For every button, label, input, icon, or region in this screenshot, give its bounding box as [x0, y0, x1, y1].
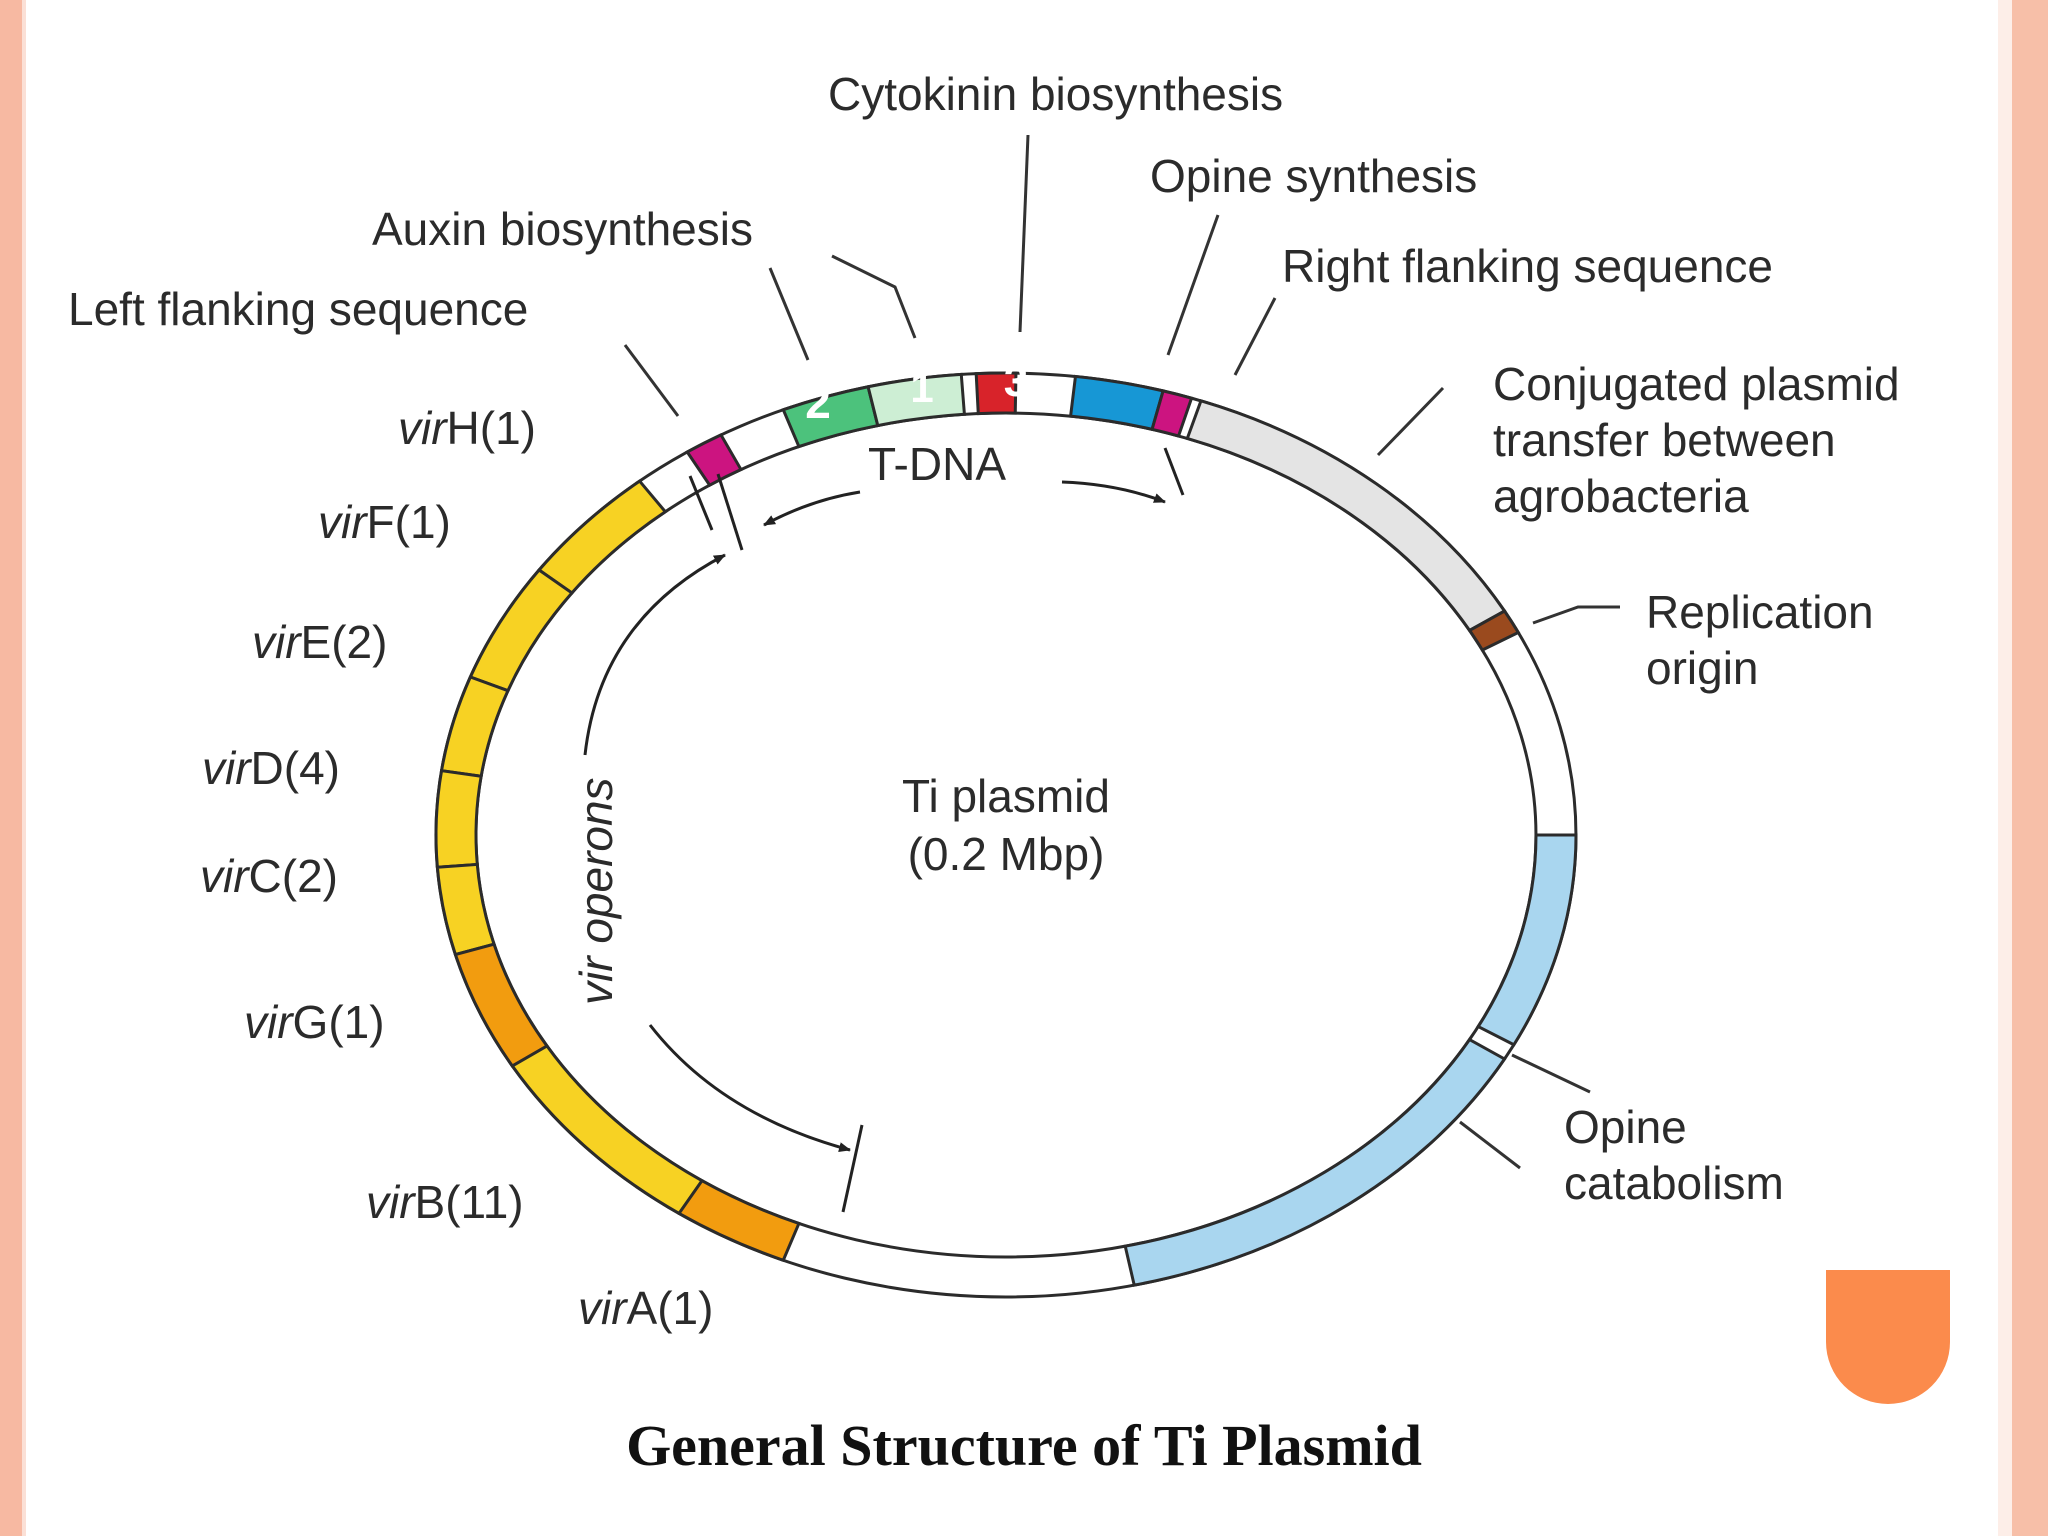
segment-number-3: 3: [1004, 357, 1028, 406]
label-conjugation-line-1: Conjugated plasmid: [1493, 358, 1900, 410]
plasmid-ring: [434, 371, 1578, 1299]
segment-virD: [434, 769, 483, 869]
label-auxin-biosynthesis: Auxin biosynthesis: [372, 203, 753, 255]
segment-replication-origin: [1467, 609, 1521, 652]
segment-opine-synthesis: [1068, 374, 1165, 432]
vir-gene-labels: virH(1) virF(1) virE(2) virD(4) virC(2) virG(…: [200, 402, 713, 1334]
label-conjugation-line-2: transfer between: [1493, 414, 1836, 466]
vir-gene-label: virH(1): [398, 402, 536, 454]
segment-virC: [435, 862, 496, 957]
segment-number-2: 2: [805, 376, 831, 428]
vir-gene-label: virG(1): [244, 996, 385, 1048]
segment-cytokinin-3: [974, 371, 1018, 416]
segment-number-1: 1: [910, 364, 933, 411]
segment-virG: [453, 942, 550, 1068]
label-replication-line-1: Replication: [1646, 586, 1874, 638]
decorative-corner-circle: [1826, 1270, 1950, 1404]
vir-gene-label: virD(4): [202, 742, 340, 794]
label-center-size: (0.2 Mbp): [908, 828, 1105, 880]
segment-virE: [439, 675, 511, 778]
segment-conjugation: [1185, 399, 1507, 633]
annotation-arrows: [583, 447, 1185, 1213]
segment-opine-catabolism-a: [1476, 833, 1578, 1047]
segment-opine-catabolism-b: [1123, 1037, 1507, 1287]
label-left-flanking-sequence: Left flanking sequence: [68, 283, 528, 335]
label-tdna: T-DNA: [868, 438, 1006, 490]
vir-gene-label: virE(2): [252, 616, 387, 668]
label-vir-operons: vir operons: [570, 777, 622, 1005]
vir-gene-label: virF(1): [318, 496, 451, 548]
vir-gene-label: virA(1): [578, 1282, 713, 1334]
label-replication-line-2: origin: [1646, 642, 1759, 694]
slide-frame-right-line: [1996, 0, 2012, 1536]
label-opine-catabolism-line-2: catabolism: [1564, 1157, 1784, 1209]
label-opine-synthesis: Opine synthesis: [1150, 150, 1477, 202]
label-center-title: Ti plasmid: [902, 770, 1110, 822]
vir-gene-label: virB(11): [366, 1176, 524, 1228]
figure-caption: General Structure of Ti Plasmid: [626, 1413, 1422, 1478]
segment-virB: [510, 1044, 705, 1216]
slide-frame-left: [0, 0, 22, 1536]
label-opine-catabolism-line-1: Opine: [1564, 1101, 1687, 1153]
segment-virH: [536, 479, 668, 595]
segment-auxin-1: [866, 372, 967, 428]
slide-frame-left-inner: [22, 0, 26, 1536]
label-right-flanking-sequence: Right flanking sequence: [1282, 240, 1773, 292]
leader-lines: [623, 134, 1620, 1170]
segment-right-flank: [1150, 389, 1194, 438]
segment-virF: [468, 568, 575, 693]
label-cytokinin-biosynthesis: Cytokinin biosynthesis: [828, 68, 1283, 120]
label-conjugation-line-3: agrobacteria: [1493, 470, 1749, 522]
slide-frame-right-edge: [2012, 0, 2048, 1536]
segment-left-flank: [685, 432, 744, 488]
vir-gene-label: virC(2): [200, 850, 338, 902]
segment-virA: [676, 1178, 801, 1263]
